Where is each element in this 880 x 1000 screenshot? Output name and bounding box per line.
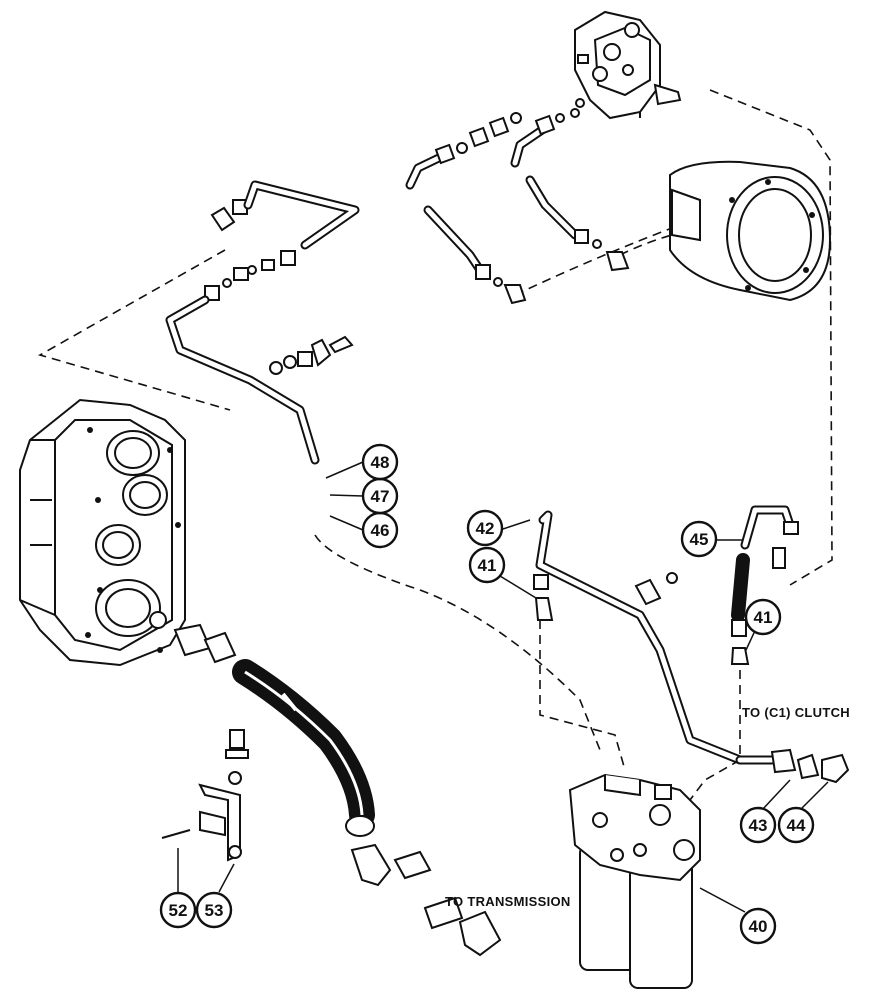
callout-41-right: 41 <box>744 598 782 636</box>
dashed-line-46-to-filter <box>314 534 601 751</box>
leader-48 <box>325 461 364 479</box>
dashed-line-41b-to-filter <box>689 670 741 801</box>
bracket-assembly <box>161 729 249 862</box>
filter-assembly <box>568 773 701 989</box>
hose-45-assembly <box>730 505 799 665</box>
svg-text:41: 41 <box>754 608 773 627</box>
dashed-line-41-to-filter <box>539 620 626 771</box>
leader-44 <box>799 781 829 811</box>
leader-53 <box>218 863 235 893</box>
svg-text:42: 42 <box>476 519 495 538</box>
leader-40 <box>699 887 746 913</box>
clutch-fittings <box>735 748 850 784</box>
svg-text:45: 45 <box>690 530 709 549</box>
svg-text:43: 43 <box>749 816 768 835</box>
callout-42: 42 <box>466 509 504 547</box>
callout-41-left: 41 <box>468 546 506 584</box>
top-fittings <box>405 98 630 305</box>
leader-lines <box>177 461 829 913</box>
svg-text:41: 41 <box>478 556 497 575</box>
callout-40: 40 <box>739 907 777 945</box>
leader-46 <box>329 515 364 531</box>
svg-text:40: 40 <box>749 917 768 936</box>
tube-42-assembly <box>533 510 745 765</box>
svg-text:52: 52 <box>169 901 188 920</box>
leader-47 <box>329 494 364 497</box>
callout-45: 45 <box>680 520 718 558</box>
svg-text:48: 48 <box>371 453 390 472</box>
label-to-clutch: TO (C1) CLUTCH <box>742 705 850 720</box>
motor-housing <box>669 160 832 302</box>
svg-text:46: 46 <box>371 521 390 540</box>
callout-53: 53 <box>195 891 233 929</box>
svg-text:53: 53 <box>205 901 224 920</box>
lower-hose-assembly <box>173 623 502 957</box>
label-to-transmission: TO TRANSMISSION <box>445 894 571 909</box>
dashed-line-elbow-to-motor <box>514 224 681 296</box>
clamp-and-bolt <box>269 335 354 375</box>
callout-48: 48 <box>361 443 399 481</box>
callout-47: 47 <box>361 477 399 515</box>
upper-left-tube <box>165 180 360 465</box>
leader-41a <box>499 575 537 599</box>
control-valve <box>574 10 682 120</box>
dashed-line-motor-to-45 <box>709 89 833 586</box>
leader-42 <box>499 519 531 531</box>
callout-46: 46 <box>361 511 399 549</box>
svg-text:44: 44 <box>787 816 806 835</box>
svg-text:47: 47 <box>371 487 390 506</box>
dashed-line-pump-to-housing <box>37 249 231 411</box>
gearbox-housing <box>19 398 186 667</box>
callout-43: 43 <box>739 806 777 844</box>
callout-44: 44 <box>777 806 815 844</box>
leader-43 <box>761 779 791 811</box>
callout-52: 52 <box>159 891 197 929</box>
